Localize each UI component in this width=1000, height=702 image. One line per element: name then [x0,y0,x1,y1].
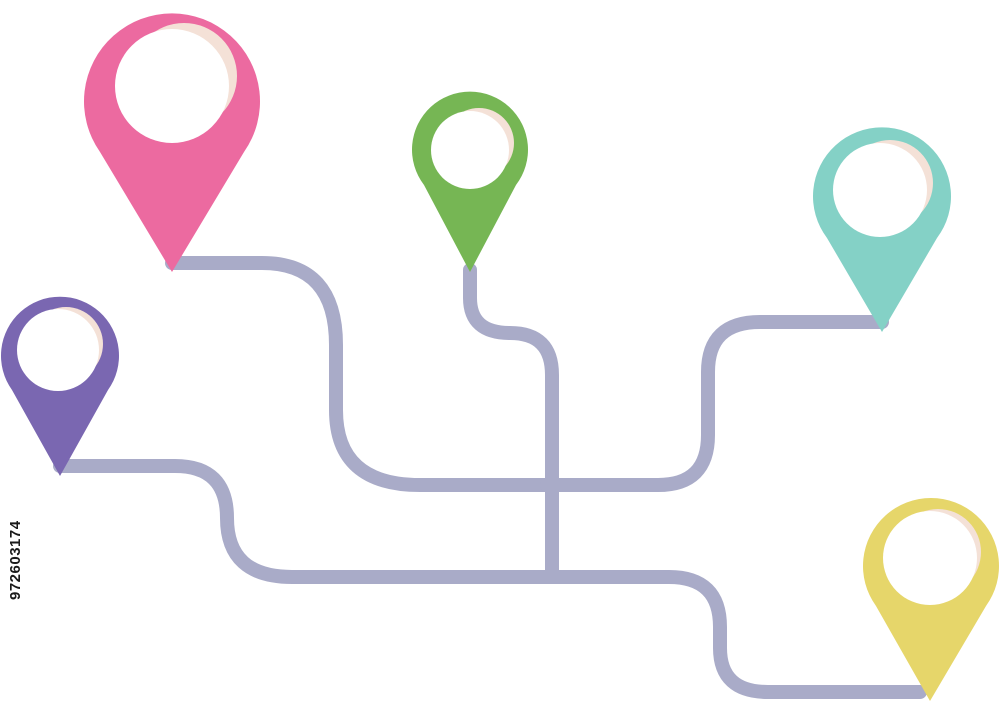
location-pin-teal-icon [813,127,951,332]
route-line-teal [540,315,889,492]
route-line-purple [53,459,927,699]
location-pins [1,13,999,701]
location-pin-pink-icon [84,13,260,272]
route-lines [53,256,927,699]
route-line-green [463,263,559,580]
location-pin-green-icon [412,91,528,272]
route-line-pink [165,256,554,492]
stock-id-text: 972603174 [7,520,24,600]
location-pin-yellow-icon [862,498,999,701]
location-pin-purple-icon [1,296,120,476]
